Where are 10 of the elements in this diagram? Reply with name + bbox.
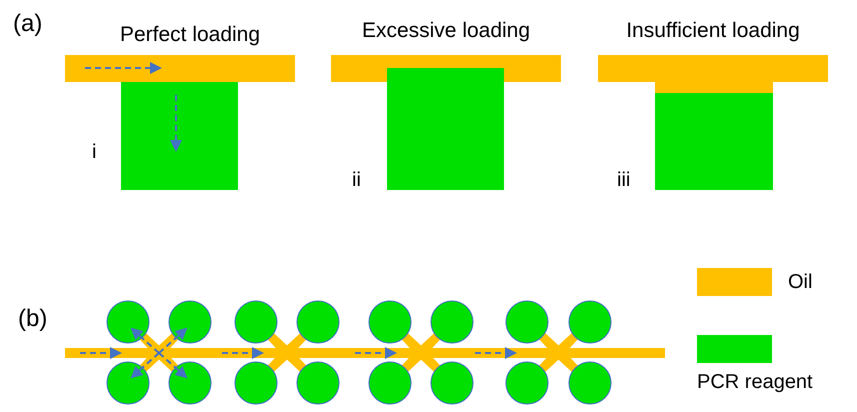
panel-label: (a)	[13, 12, 42, 36]
panel-label: (b)	[18, 307, 48, 331]
roman-numeral: ii	[352, 170, 361, 190]
legend-label: Oil	[788, 272, 812, 292]
heading: Insufficient loading	[626, 20, 800, 41]
roman-numeral: i	[92, 142, 96, 162]
roman-numeral: iii	[617, 170, 630, 190]
heading: Perfect loading	[120, 24, 260, 45]
legend-label: PCR reagent	[697, 372, 813, 392]
heading: Excessive loading	[362, 20, 530, 41]
